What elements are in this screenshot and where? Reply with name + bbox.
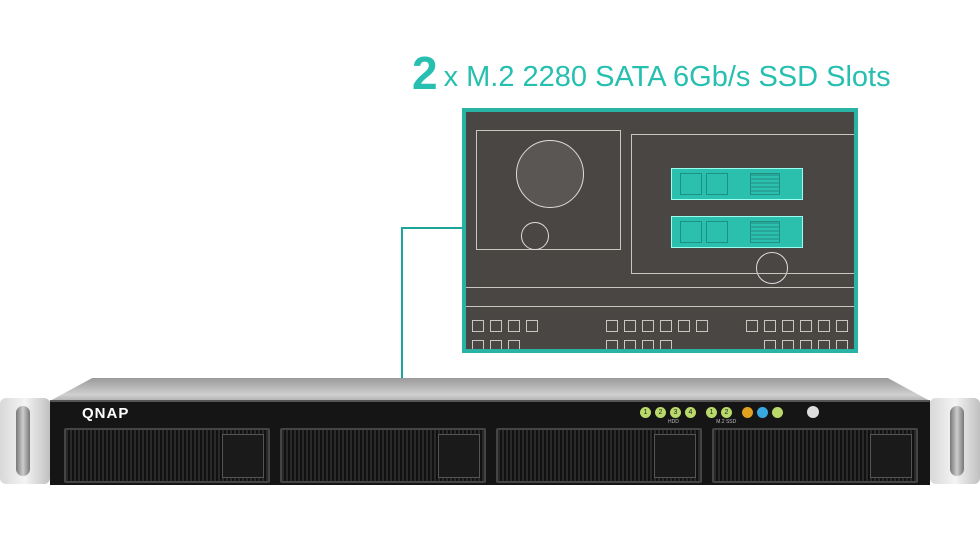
m2-led-label: M.2 SSD [716,419,737,425]
slot-count: 2 [412,47,438,99]
drive-bay-2[interactable] [280,428,486,483]
network-led-icon [757,406,768,418]
bay-latch[interactable] [222,434,264,478]
drive-bay-4[interactable] [712,428,918,483]
leader-line [401,227,463,229]
rack-ear-right [930,398,980,484]
hdd-led-2: 2 [655,406,666,418]
drive-bay-3[interactable] [496,428,702,483]
m2-led-2: 2 [721,406,732,418]
bay-latch[interactable] [654,434,696,478]
m2-ssd-slot-2 [671,216,803,248]
m2-ssd-slot-1 [671,168,803,200]
hdd-led-1: 1 [640,406,651,418]
rack-ear-left [0,398,50,484]
bay-latch[interactable] [438,434,480,478]
power-button[interactable] [807,406,819,418]
motherboard-closeup [462,108,858,353]
leader-line-vertical [401,227,403,393]
qnap-logo: QNAP [82,405,130,422]
status-led-icon [742,406,753,418]
hdd-led-label: HDD [668,419,679,425]
m2-led-1: 1 [706,406,717,418]
chassis-top [48,378,932,402]
status-leds: 1 2 3 4 1 2 [640,406,819,418]
hdd-led-3: 3 [670,406,681,418]
hdd-led-4: 4 [685,406,696,418]
drive-bay-1[interactable] [64,428,270,483]
headline-text: x M.2 2280 SATA 6Gb/s SSD Slots [443,61,891,93]
front-panel: QNAP 1 2 3 4 1 2 HDD M.2 SSD [50,400,930,485]
usb-led-icon [772,406,783,418]
bay-latch[interactable] [870,434,912,478]
